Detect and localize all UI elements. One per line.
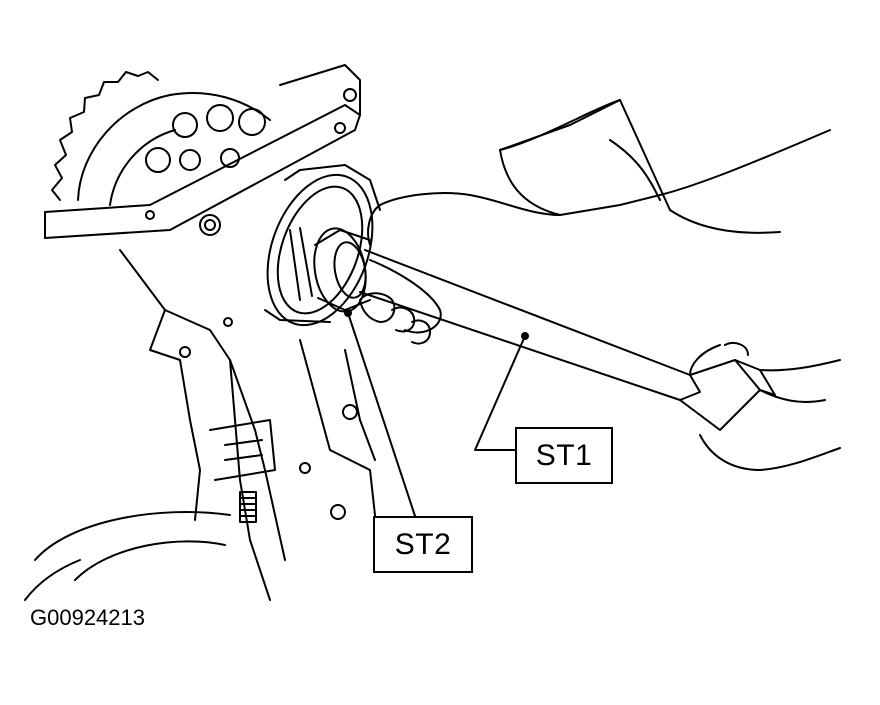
oil-seal-housing	[264, 164, 381, 327]
st2-tool	[313, 227, 371, 313]
lower-housing	[24, 511, 231, 601]
st1-tool	[359, 249, 776, 431]
st1-callout-label: ST1	[515, 427, 613, 484]
left-hand	[359, 99, 661, 345]
bolt	[239, 491, 257, 523]
camshaft-sprocket	[51, 71, 271, 206]
sleeve	[499, 99, 831, 234]
engine-block	[119, 249, 381, 601]
figure-id: G00924213	[30, 605, 145, 630]
st2-callout-label: ST2	[373, 516, 473, 573]
leader-lines	[344, 309, 529, 517]
right-hand	[689, 342, 841, 471]
timing-cover-bar	[44, 64, 361, 239]
